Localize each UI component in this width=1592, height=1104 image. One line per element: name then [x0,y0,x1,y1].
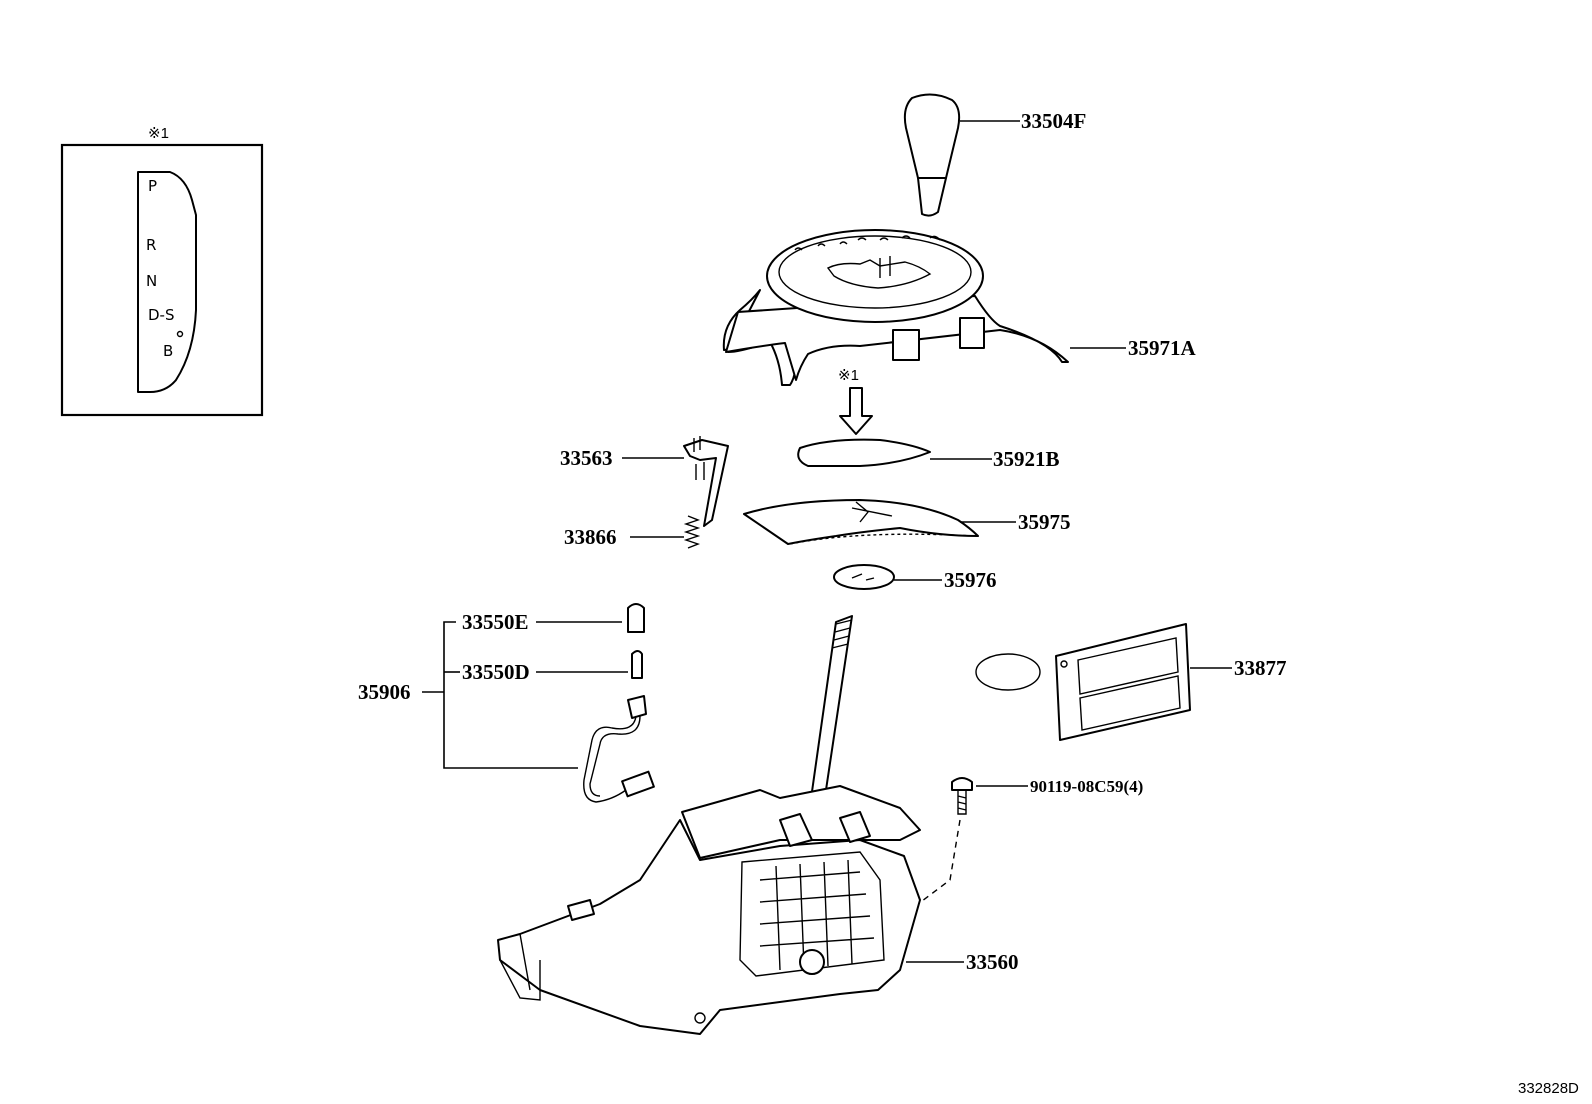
disc-marks [851,573,875,581]
group-bracket [443,621,578,769]
indicator-letter-r: R [146,236,156,254]
inset-note-mark: ※1 [148,125,169,142]
plate-35975 [743,499,979,545]
indicator-letter-p: P [148,177,157,195]
cover-disc: 35976 [833,564,997,592]
housing-top-marks [794,235,941,251]
base-boss [799,949,825,975]
part-label-33877: 33877 [1234,656,1287,680]
label-hole-outline [975,653,1041,691]
base-detent-left [779,813,813,847]
housing-gate-detail [879,256,891,278]
part-label-35975: 35975 [1018,510,1071,534]
arrow-note-mark: ※1 [838,367,859,384]
bulb-33550D [631,650,643,679]
indicator-letter-b: B [163,342,173,360]
lever-pins [693,436,705,480]
knob-sleeve [917,177,947,217]
console-housing: 35971A [722,229,1197,386]
harness-connector [621,770,655,798]
plate-window-lower [1079,675,1181,731]
plate-window-upper [1077,637,1179,695]
socket-housing [627,695,647,719]
socket-wire-2 [589,715,641,797]
housing-clip-left [892,329,920,361]
indicator-dot [176,330,184,338]
plate-slot [851,501,893,523]
shift-knob: 33504F [903,93,1086,217]
part-label-33560: 33560 [966,950,1019,974]
lock-lever: 33563 [560,436,729,527]
housing-clip-right [959,317,985,349]
indicator-letter-ds: D-S [148,306,174,324]
base-grid-lines [759,859,875,971]
indicator-letter-n: N [146,272,157,290]
part-label-35921B: 35921B [993,447,1060,471]
base-detent-right [839,811,871,843]
socket-wire [583,715,637,803]
bulb-harness-group: 35906 33550E 33550D [358,603,655,803]
shift-lever-base: 33560 [497,615,1019,1035]
part-label-35971A: 35971A [1128,336,1197,360]
bolt-thread [957,790,967,815]
lever-33563 [683,439,729,527]
bolt-head [951,777,973,791]
part-label-35976: 35976 [944,568,997,592]
part-label-35906: 35906 [358,680,411,704]
plate-hole [1060,660,1068,668]
figure-code: 332828D [1518,1080,1579,1097]
housing-top-rim [778,235,972,309]
disc-35976 [833,564,895,590]
spring-33866 [683,515,701,549]
slide-plate: 35975 [743,499,1071,545]
housing-gate-slot [826,259,932,289]
base-grid-panel [739,851,885,977]
part-label-90119: 90119-08C59(4) [1030,777,1143,796]
bolt-install-path [909,819,961,911]
indicator-plate-part: 35921B [797,438,1060,471]
plate-33877 [1055,623,1191,741]
base-tab [567,899,595,921]
indicator-plate [137,171,197,393]
base-mount-hole [694,1012,706,1024]
down-arrow-icon [839,387,873,435]
label-plate: 33877 [975,623,1287,741]
knob-head [903,93,961,183]
plate-35921B [797,438,931,467]
part-label-33866: 33866 [564,525,617,549]
note-arrow: ※1 [838,367,873,435]
inset-frame [60,143,264,417]
housing-top-plate [766,229,984,323]
part-label-33563: 33563 [560,446,613,470]
part-label-33504F: 33504F [1021,109,1086,133]
inset-indicator-panel: ※1 P R N D-S B [60,125,264,417]
rod-thread [831,619,853,649]
spring: 33866 [564,515,701,549]
base-left-arm [499,933,541,1001]
part-label-33550D: 33550D [462,660,530,684]
bulb-33550E [627,603,645,633]
bolt: 90119-08C59(4) [909,777,1143,911]
part-label-33550E: 33550E [462,610,529,634]
